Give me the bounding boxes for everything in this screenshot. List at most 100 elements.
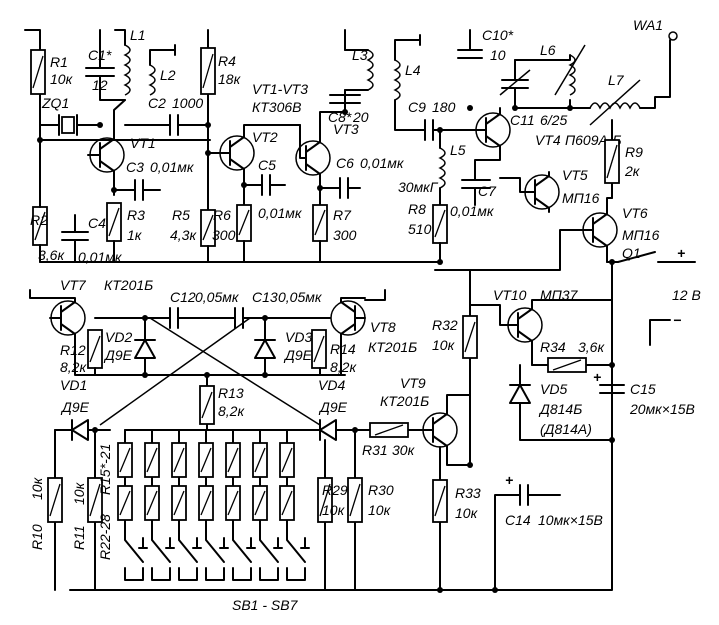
label-R31: R31 [362,442,388,458]
transistor-VT10: VT10 МП37 [469,287,613,366]
inductor-L3: L3 [344,29,374,113]
value-R32: 10к [432,337,456,353]
label-WA1: WA1 [633,17,663,33]
push-button [178,529,202,581]
label-L1: L1 [130,27,146,43]
value-R29: 10к [322,502,346,518]
value-C9: 180 [432,99,456,115]
capacitor-C11: C11 6/25 [499,59,571,128]
capacitor-C7: C7 0,01мк [450,159,497,219]
rf-ground-rail [39,240,441,263]
value-R30: 10к [368,502,392,518]
label-C2: C2 [148,95,166,111]
label-C6: C6 [336,155,354,171]
label-C12: C12 [170,289,196,305]
transistor-VT2: VT2 [207,124,301,246]
label-VD1: VD1 [60,377,87,393]
inductor-L2: L2 [148,44,176,96]
label-R22: R22-28 [97,514,113,560]
label-R1: R1 [50,54,68,70]
value-R13: 8,2к [218,403,245,419]
resistor-R14: R14 8,2к [311,329,357,375]
label-VT2: VT2 [252,129,278,145]
value-C3: 0,01мк [150,159,195,175]
diode-VD2: VD2 Д9Е [103,317,156,373]
label-R14: R14 [330,341,356,357]
inductor-L1: L1 [114,27,146,96]
type-VT5: МП16 [562,190,600,206]
label-R30: R30 [368,482,394,498]
label-Q1: Q1 [622,245,641,261]
resistor-R10: R10 10к [29,429,63,591]
label-ZQ1: ZQ1 [41,95,69,111]
resistor-R3: R3 1к [106,202,145,243]
resistor-R4: R4 18к [200,29,242,211]
type-VD5: Д814Б [538,401,582,417]
label-R11: R11 [71,525,87,550]
label-R5: R5 [172,207,190,223]
resistor-R31: R31 30к [354,422,421,458]
ladder-column [144,429,160,531]
label-C3: C3 [126,159,144,175]
type-VT6: МП16 [622,227,660,243]
label-C5: C5 [258,157,276,173]
type-VT9: КТ201Б [380,393,429,409]
capacitor-C10: C10* 10 [457,27,514,63]
label-plus: + [677,245,685,261]
label-R12: R12 [60,342,86,358]
ladder-column [171,429,187,531]
label-VT10: VT10 [493,287,527,303]
c14-plus: + [505,472,513,488]
resistor-R34: R34 3,6к [531,339,613,373]
label-VD4: VD4 [318,377,345,393]
value-C15: 20мк×15В [629,401,695,417]
transistor-VT5: VT5 МП16 [499,167,600,213]
resistor-R7: R7 300 [312,204,357,243]
label-vt-group: VT1-VT3 [252,81,308,97]
label-L6: L6 [540,42,556,58]
capacitor-C8: C8* 20 [328,94,369,125]
label-VT3: VT3 [333,121,359,137]
inductor-L6: L6 [514,42,586,109]
value-R2: 3,6к [38,247,65,263]
label-R29: R29 [322,482,348,498]
value-R31: 30к [392,442,416,458]
resistor-R13: R13 8,2к [199,374,245,431]
value-R33: 10к [455,505,479,521]
label-L7: L7 [608,72,625,88]
label-C7: C7 [478,183,497,199]
label-L4: L4 [405,62,421,78]
label-C15: C15 [630,381,656,397]
value-R11: 10к [71,481,87,505]
value-C12: 0,05мк [195,289,240,305]
resistor-R29: R29 10к [317,439,348,591]
ladder-column [252,429,268,531]
type-VD1: Д9Е [60,399,90,415]
label-R8: R8 [408,201,426,217]
value-R4: 18к [218,71,242,87]
type-VD3: Д9Е [283,347,313,363]
value-C2: 1000 [172,95,203,111]
label-R6: R6 [213,207,231,223]
resistor-R32: R32 10к [432,269,478,466]
label-minus: − [673,312,681,328]
value-R8: 510 [408,221,432,237]
push-button [286,529,310,581]
label-VT4: VT4 [535,132,561,148]
label-L3: L3 [352,47,368,63]
minus-terminal: − [649,312,681,346]
label-C9: C9 [408,99,426,115]
resistor-R11: R11 10к [71,429,103,591]
label-VT8: VT8 [370,319,396,335]
diode-VD5: VD5 Д814Б (Д814А) [509,364,613,441]
label-L2: L2 [160,67,176,83]
value-R10: 10к [29,476,45,500]
ladder-column [279,429,295,531]
value-C7: 0,01мк [450,203,495,219]
value-L5: 30мкГ [398,179,439,195]
label-C13: C13 [252,289,278,305]
resistor-R30: R30 10к [347,429,394,591]
ladder-column [117,429,133,531]
buttons-SB1-SB7 [124,529,310,581]
push-button [205,529,229,581]
